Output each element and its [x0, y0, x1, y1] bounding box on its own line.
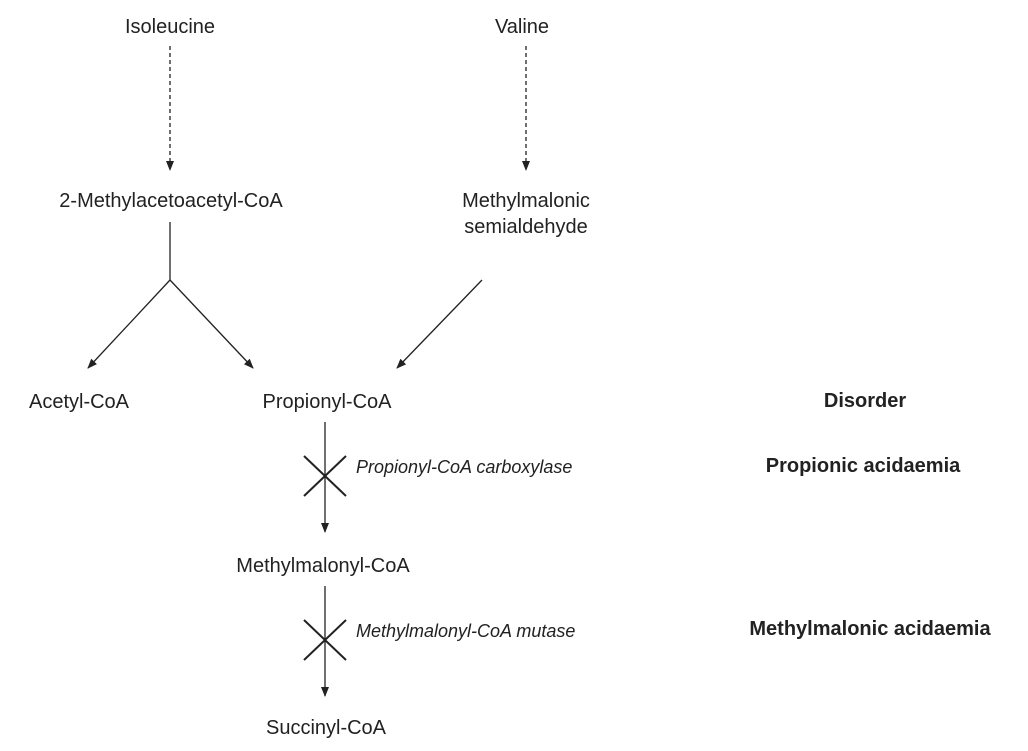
- disorder-header: Disorder: [823, 390, 907, 412]
- disorder-methylmalonic-acidaemia: Methylmalonic acidaemia: [749, 618, 991, 640]
- block-cross-2: [303, 619, 347, 661]
- enzyme-propionyl-coa-carboxylase: Propionyl-CoA carboxylase: [356, 457, 573, 477]
- disorder-propionic-acidaemia: Propionic acidaemia: [765, 455, 961, 477]
- node-methylmalonyl-coa: Methylmalonyl-CoA: [236, 555, 410, 577]
- block-cross-1: [303, 455, 347, 497]
- enzyme-methylmalonyl-coa-mutase: Methylmalonyl-CoA mutase: [356, 621, 576, 641]
- acetyl-coa-arrow: [87, 279, 171, 369]
- semialdehyde-to-propionyl-arrow: [396, 279, 483, 369]
- semialdehyde-line-2: semialdehyde: [464, 216, 588, 238]
- node-methylmalonic-semialdehyde: Methylmalonic semialdehyde: [462, 188, 590, 240]
- semialdehyde-line-1: Methylmalonic: [462, 190, 590, 212]
- node-isoleucine: Isoleucine: [124, 16, 216, 38]
- node-2-methylacetoacetyl-coa: 2-Methylacetoacetyl-CoA: [59, 190, 283, 212]
- node-acetyl-coa: Acetyl-CoA: [28, 391, 130, 413]
- node-propionyl-coa: Propionyl-CoA: [262, 391, 392, 413]
- methylacetoacetyl-to-propionyl-arrow: [169, 279, 254, 369]
- node-valine: Valine: [494, 16, 550, 38]
- node-succinyl-coa: Succinyl-CoA: [265, 717, 387, 739]
